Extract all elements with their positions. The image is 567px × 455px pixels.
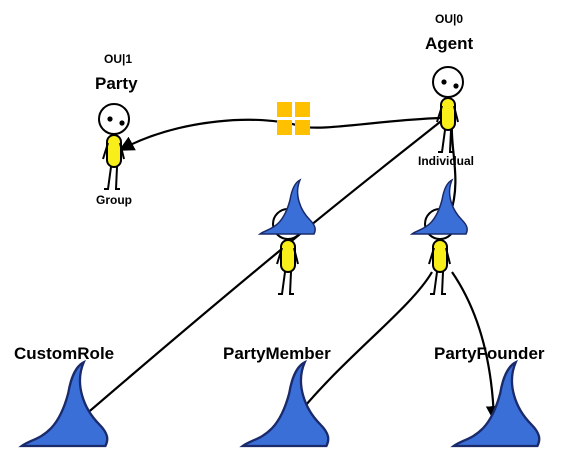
role-partyfounder-label: PartyFounder (434, 344, 545, 363)
partymember-arrow (291, 271, 433, 424)
link-plugin-icon (277, 102, 310, 135)
party-name: Party (95, 74, 138, 93)
wizard-figure-icon (411, 179, 468, 295)
individual-figure-icon (432, 66, 464, 153)
customrole-arrow (68, 117, 446, 430)
partyfounder-arrow (451, 271, 502, 422)
party-kind: Group (96, 193, 132, 207)
party-code: OU|1 (104, 52, 133, 66)
wizard-hat-icon (241, 361, 330, 448)
agent-code: OU|0 (435, 12, 464, 26)
wizard-figure-icon (259, 179, 316, 295)
wizard-hat-icon (20, 361, 109, 448)
role-partymember-label: PartyMember (223, 344, 331, 363)
agent-kind: Individual (418, 154, 475, 168)
wizard-hat-icon (452, 361, 541, 448)
agent-name: Agent (425, 34, 474, 53)
role-customrole-label: CustomRole (14, 344, 115, 363)
